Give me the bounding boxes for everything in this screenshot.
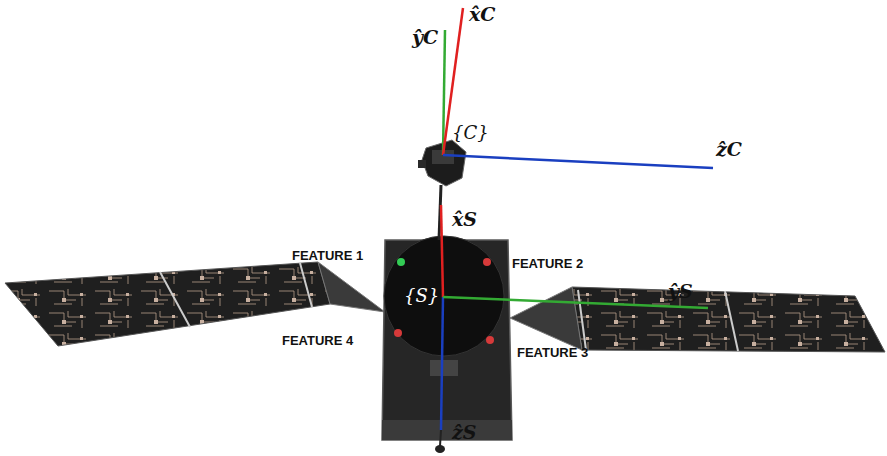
axis-label: ŷC xyxy=(412,28,438,47)
body-fitting xyxy=(430,360,458,376)
antenna-tip xyxy=(435,445,445,453)
antenna xyxy=(440,430,441,446)
panel-yoke xyxy=(318,262,385,312)
body-base xyxy=(382,420,512,440)
panel-yoke xyxy=(510,287,582,350)
frame-label: {S} xyxy=(404,287,439,305)
solar-panel xyxy=(5,262,330,346)
axis-label: x̂C xyxy=(469,5,495,24)
feature-label: FEATURE 4 xyxy=(282,334,353,347)
chaser-detail xyxy=(418,160,426,168)
feature-label: FEATURE 3 xyxy=(517,346,588,359)
feature-label: FEATURE 2 xyxy=(512,257,583,270)
panel-seam xyxy=(160,272,190,327)
axis-label: ŷS xyxy=(668,282,693,301)
feature-light xyxy=(394,329,402,337)
axis-label: ẑC xyxy=(716,140,742,159)
feature-label: FEATURE 1 xyxy=(292,249,363,262)
feature-light xyxy=(397,258,405,266)
axis-line xyxy=(443,155,713,168)
panel-seam xyxy=(300,263,312,307)
feature-light xyxy=(486,336,494,344)
feature-light xyxy=(483,258,491,266)
axis-label: x̂S xyxy=(452,210,477,229)
axis-line xyxy=(441,205,443,297)
axis-line xyxy=(441,297,443,430)
panel-seam xyxy=(725,291,738,351)
frame-label: {C} xyxy=(452,124,489,142)
axis-label: ẑS xyxy=(452,423,477,442)
solar-panel xyxy=(572,287,885,352)
